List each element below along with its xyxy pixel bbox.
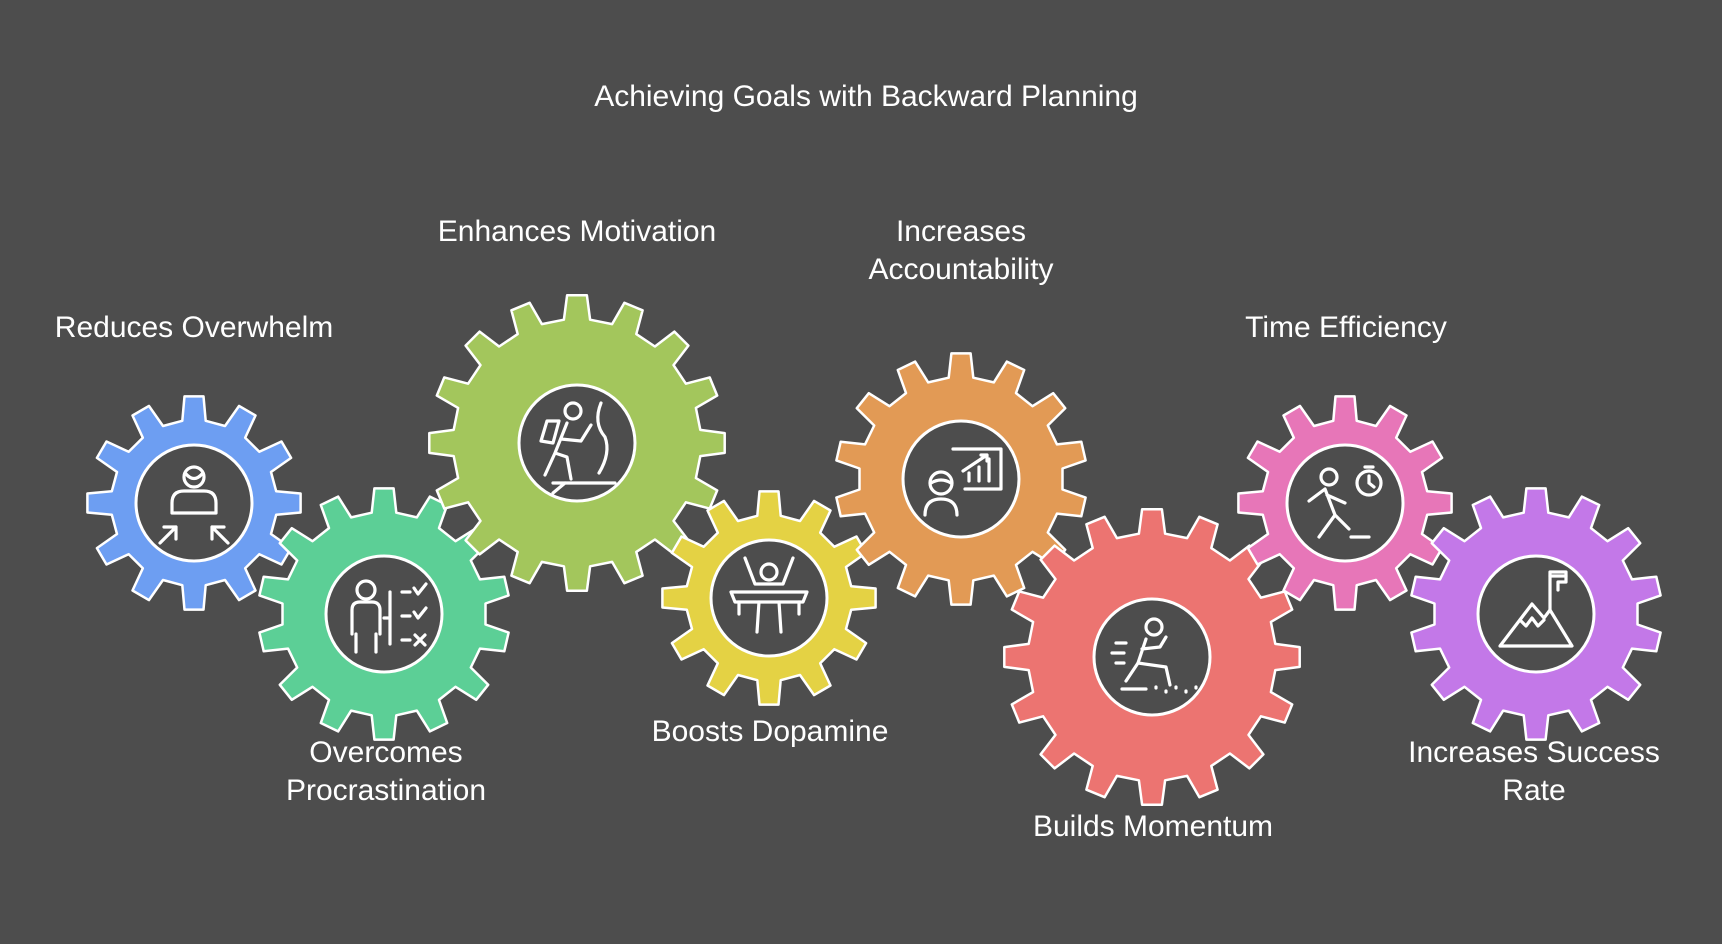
gear-label-line: Accountability bbox=[868, 253, 1054, 286]
gear-label-line: Boosts Dopamine bbox=[651, 715, 889, 748]
gear-label-line: Increases bbox=[895, 215, 1027, 248]
gear-label-line: Builds Momentum bbox=[1032, 810, 1274, 843]
gear-hub-4 bbox=[709, 538, 829, 658]
climber-icon bbox=[539, 401, 617, 495]
gear-label-line: Increases Success bbox=[1408, 736, 1660, 769]
person-arrows-icon bbox=[158, 465, 230, 545]
mountain-flag-icon bbox=[1498, 570, 1574, 648]
gear-label-4: Boosts Dopamine bbox=[652, 713, 889, 751]
presenter-chart-icon bbox=[923, 447, 1003, 517]
gear-hub-1 bbox=[134, 443, 254, 563]
gear-label-line: Time Efficiency bbox=[1245, 311, 1447, 344]
person-checklist-icon bbox=[350, 579, 428, 654]
gear-label-line: Overcomes bbox=[309, 736, 463, 769]
gear-label-line: Rate bbox=[1502, 774, 1566, 807]
gear-hub-2 bbox=[324, 554, 444, 674]
page-title: Achieving Goals with Backward Planning bbox=[594, 80, 1138, 113]
gear-hub-6 bbox=[1092, 597, 1212, 717]
gear-label-line: Enhances Motivation bbox=[437, 215, 717, 248]
gear-label-line: Procrastination bbox=[285, 774, 487, 807]
gear-label-7: Time Efficiency bbox=[1245, 309, 1447, 347]
gear-label-line: Reduces Overwhelm bbox=[54, 311, 334, 344]
finish-line-icon bbox=[729, 556, 809, 634]
gear-label-3: Enhances Motivation bbox=[438, 213, 717, 251]
gear-label-1: Reduces Overwhelm bbox=[55, 309, 333, 347]
runner-stopwatch-icon bbox=[1307, 465, 1383, 539]
gear-hub-8 bbox=[1476, 554, 1596, 674]
gear-label-6: Builds Momentum bbox=[1033, 808, 1273, 846]
long-jump-icon bbox=[1110, 617, 1198, 694]
